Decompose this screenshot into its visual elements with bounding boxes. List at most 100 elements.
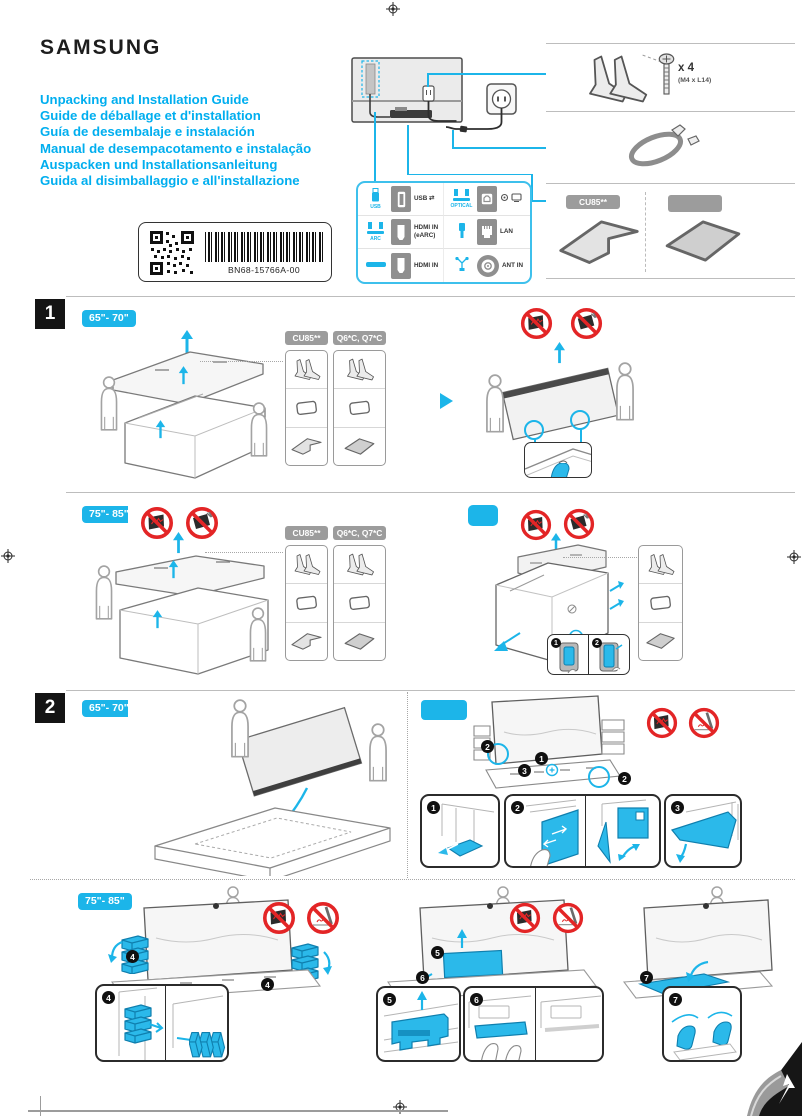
optical-speaker-icon: OPTICAL bbox=[449, 188, 474, 210]
stand-legs-icon bbox=[639, 546, 682, 583]
scan-edge-mark bbox=[40, 1096, 41, 1116]
hdmi-earc-sub: (eARC) bbox=[414, 232, 436, 239]
step-circle: 5 bbox=[431, 946, 444, 959]
prohibition-press-icon bbox=[562, 507, 596, 541]
prohibition-impact-icon bbox=[261, 900, 297, 936]
step-circle: 6 bbox=[470, 993, 483, 1006]
prohibition-cutter-icon bbox=[305, 900, 341, 936]
stand-plate-bracket-illustration bbox=[556, 214, 642, 268]
port-cell-optical: OPTICAL bbox=[444, 183, 530, 216]
step-panel-7: 7 bbox=[662, 986, 742, 1062]
model-badge-cu85: CU85** bbox=[285, 526, 328, 540]
callout-line bbox=[531, 200, 546, 202]
play-arrow-icon bbox=[440, 393, 453, 409]
soundbar-icon bbox=[363, 261, 388, 271]
registration-mark bbox=[787, 550, 801, 564]
step-circle: 2 bbox=[618, 772, 631, 785]
callout-line bbox=[427, 73, 429, 87]
prohibition-impact-icon bbox=[139, 505, 175, 541]
section2-number-text: 2 bbox=[44, 697, 56, 718]
stand-plate-icon bbox=[639, 621, 682, 660]
lan-port-icon bbox=[477, 219, 497, 245]
prohibition-cutter-icon bbox=[687, 706, 721, 740]
section1-top-line bbox=[66, 296, 795, 297]
prohibition-press-icon bbox=[184, 505, 220, 541]
callout-line bbox=[407, 125, 409, 175]
parts-panel-q6 bbox=[333, 545, 386, 661]
step-circle: 3 bbox=[518, 764, 531, 777]
part-number: BN68-15766A-00 bbox=[227, 265, 300, 275]
model-badge-cu85: CU85** bbox=[285, 331, 328, 345]
stand-plate-model-badge-blank bbox=[668, 195, 722, 212]
guide-title-en: Unpacking and Installation Guide bbox=[40, 92, 249, 107]
remove-bottom-sheet-illustration bbox=[622, 886, 774, 999]
divider-line bbox=[546, 183, 795, 184]
optical-icon-label: OPTICAL bbox=[450, 203, 473, 209]
size-badge-75-85: 75"- 85" bbox=[82, 506, 136, 523]
section1-number-text: 1 bbox=[44, 303, 56, 324]
step-panel-3: 3 bbox=[664, 794, 742, 868]
step-circle: 2 bbox=[592, 638, 602, 648]
prohibition-impact-icon bbox=[519, 508, 553, 542]
unpack-lift-illustration-65 bbox=[100, 330, 268, 479]
step-circle: 1 bbox=[551, 638, 561, 648]
stand-legs-icon bbox=[286, 351, 327, 388]
size-badge-75-85: 75"- 85" bbox=[78, 893, 132, 910]
cable-holder-illustration bbox=[628, 124, 700, 167]
scan-edge-line bbox=[28, 1110, 448, 1112]
step-circle: 4 bbox=[126, 950, 139, 963]
inset-leader bbox=[580, 428, 582, 452]
carry-tv-illustration bbox=[486, 342, 634, 441]
accessory-box-icon bbox=[334, 583, 385, 621]
callout-line bbox=[452, 147, 546, 149]
step-circle: 6 bbox=[416, 971, 429, 984]
hdmi-earc-text: HDMI IN bbox=[414, 224, 439, 232]
guide-title-pt: Manual de desempacotamento e instalação bbox=[40, 140, 312, 156]
model-badge-q6-q7: Q6*C, Q7*C bbox=[333, 526, 386, 540]
port-cell-lan: LAN bbox=[444, 216, 530, 249]
leader-dotted bbox=[205, 552, 283, 553]
barcode-label: BN68-15766A-00 bbox=[138, 222, 332, 282]
callout-line bbox=[452, 130, 454, 148]
port-cell-hdmi-earc: ARC HDMI IN (eARC) bbox=[358, 216, 444, 249]
usb-device-icon: USB bbox=[363, 187, 388, 211]
divider-line bbox=[546, 111, 795, 112]
divider-line bbox=[546, 278, 795, 279]
prohibition-impact-icon bbox=[508, 901, 542, 935]
callout-line bbox=[407, 173, 532, 175]
step-circle: 3 bbox=[671, 801, 684, 814]
divider-line bbox=[546, 43, 795, 44]
step-circle: 1 bbox=[535, 752, 548, 765]
place-on-table-illustration bbox=[154, 699, 391, 876]
ant-label: ANT IN bbox=[502, 261, 523, 269]
grip-detail-illustration bbox=[525, 448, 591, 477]
usb-icon-label: USB bbox=[370, 204, 381, 210]
arc-icon-label: ARC bbox=[370, 236, 381, 242]
screw-spec: (M4 x L14) bbox=[678, 77, 712, 84]
panel-divider bbox=[165, 986, 166, 1060]
inset-divider bbox=[588, 635, 589, 674]
parts-panel-cu85 bbox=[285, 350, 328, 466]
step-circle: 1 bbox=[427, 801, 440, 814]
step-panel-1: 1 bbox=[420, 794, 500, 868]
stand-legs-icon bbox=[286, 546, 327, 583]
step-circle: 4 bbox=[261, 978, 274, 991]
corner-highlight-ring bbox=[588, 766, 610, 788]
step2-illustration bbox=[525, 799, 649, 866]
ports-panel: USB USB ⇄ OPTICAL bbox=[356, 181, 532, 284]
step6-illustration bbox=[468, 995, 602, 1060]
hdmi-earc-label: HDMI IN (eARC) bbox=[414, 224, 438, 240]
port-cell-hdmi: HDMI IN bbox=[358, 249, 444, 282]
guide-title-de: Auspacken und Installationsanleitung bbox=[40, 156, 278, 172]
panel-divider bbox=[535, 988, 536, 1060]
panel-divider bbox=[585, 796, 586, 866]
step-circle: 2 bbox=[481, 740, 494, 753]
usb-port-label: USB ⇄ bbox=[414, 195, 435, 203]
parts-panel-cu85 bbox=[285, 545, 328, 661]
port-cell-antenna: ANT IN bbox=[444, 249, 530, 282]
arc-soundbar-icon: ARC bbox=[363, 221, 388, 243]
section1-row-divider bbox=[66, 492, 795, 493]
section2-top-line bbox=[66, 690, 795, 691]
stand-plate-model-badge: CU85** bbox=[566, 195, 620, 209]
accessory-box-icon bbox=[286, 583, 327, 621]
